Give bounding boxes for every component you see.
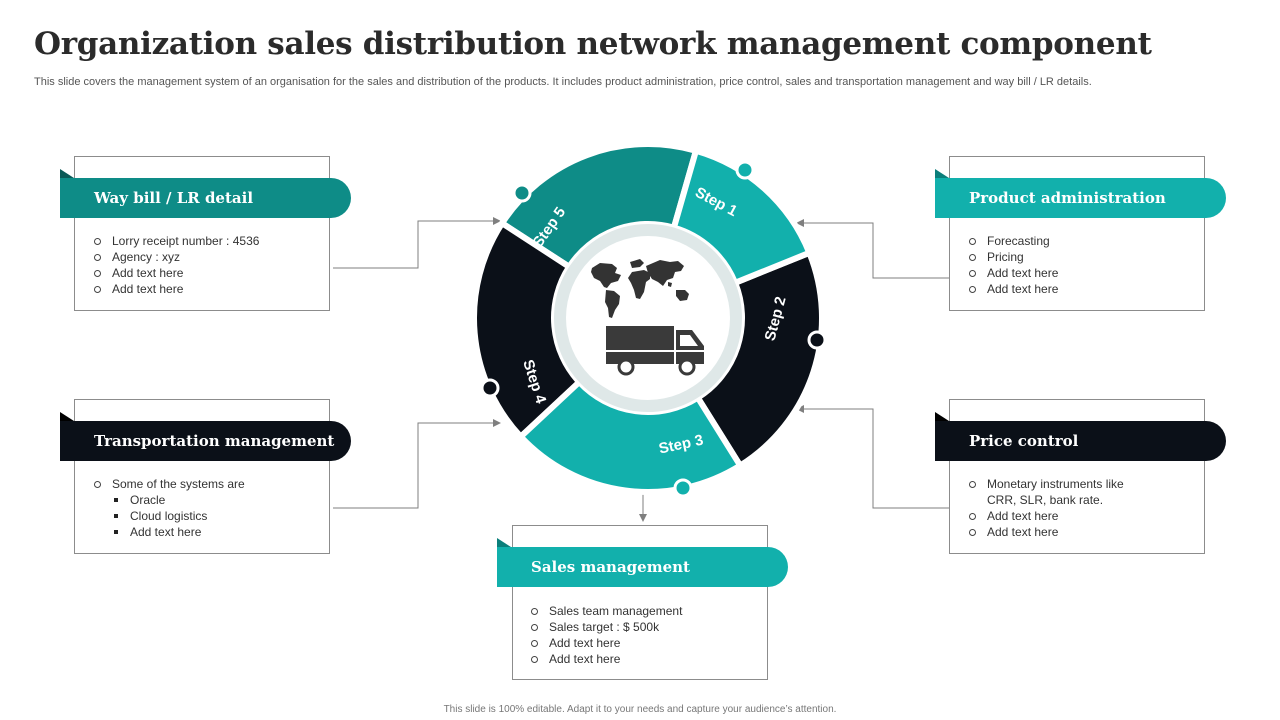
ring-dot-3 [673, 478, 693, 498]
transport-title: Transportation management [60, 412, 351, 461]
list-item: Pricing [967, 249, 1197, 265]
list-item: Lorry receipt number : 4536 [92, 233, 322, 249]
list-item: Agency : xyz [92, 249, 322, 265]
page-subtitle: This slide covers the management system … [34, 76, 1092, 88]
list-item: Some of the systems are [92, 476, 322, 492]
ring-dot-5 [512, 183, 532, 203]
product-title: Product administration [935, 169, 1226, 218]
waybill-list: Lorry receipt number : 4536 Agency : xyz… [92, 233, 322, 297]
sales-list: Sales team management Sales target : $ 5… [529, 603, 759, 667]
truck-icon [604, 326, 706, 376]
transport-list: Some of the systems are Oracle Cloud log… [92, 476, 322, 540]
list-item: Forecasting [967, 233, 1197, 249]
list-item: Add text here [92, 265, 322, 281]
sub-list-item: Cloud logistics [92, 508, 322, 524]
list-item: Add text here [92, 281, 322, 297]
list-item: Sales target : $ 500k [529, 619, 759, 635]
list-item: Add text here [967, 265, 1197, 281]
connector-transport [333, 419, 501, 509]
product-list: Forecasting Pricing Add text here Add te… [967, 233, 1197, 297]
list-item: Add text here [967, 524, 1197, 540]
price-title: Price control [935, 412, 1226, 461]
list-item: Monetary instruments like [967, 476, 1197, 492]
connector-price [796, 405, 949, 509]
sub-list-item: Oracle [92, 492, 322, 508]
sub-list-item: Add text here [92, 524, 322, 540]
waybill-title: Way bill / LR detail [60, 169, 351, 218]
sales-title: Sales management [497, 538, 788, 587]
ring-dot-2 [807, 330, 827, 350]
list-item-continuation: CRR, SLR, bank rate. [987, 493, 1104, 507]
ring-dot-1 [735, 160, 755, 180]
page-title: Organization sales distribution network … [34, 26, 1152, 62]
list-item: Add text here [967, 508, 1197, 524]
ring-segment-step-5 [499, 141, 699, 270]
inner-circle [566, 236, 730, 400]
ring-dot-4 [480, 378, 500, 398]
connector-product [796, 219, 949, 279]
list-item: Add text here [529, 651, 759, 667]
list-item: Sales team management [529, 603, 759, 619]
world-map-icon [591, 259, 689, 318]
price-list: Monetary instruments like CRR, SLR, bank… [967, 476, 1197, 540]
list-item: Add text here [967, 281, 1197, 297]
connector-waybill [333, 217, 501, 269]
footer-note: This slide is 100% editable. Adapt it to… [443, 704, 837, 715]
list-item: Add text here [529, 635, 759, 651]
